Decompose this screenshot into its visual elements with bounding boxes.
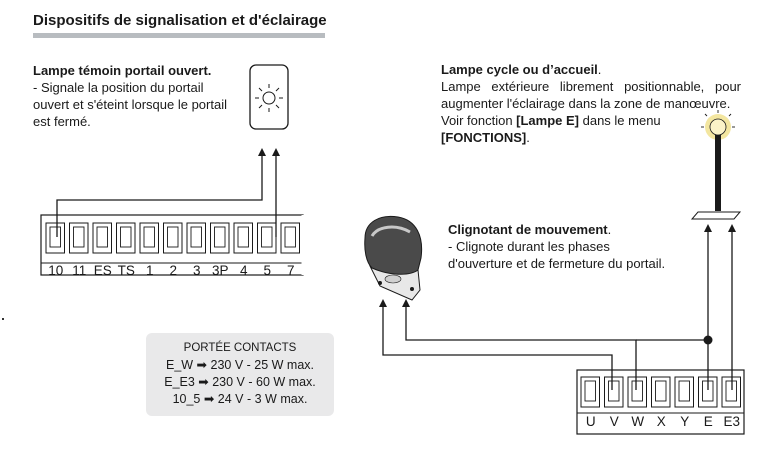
section-title: Dispositifs de signalisation et d'éclair… xyxy=(33,12,327,29)
portee-title: PORTÉE CONTACTS xyxy=(183,342,297,354)
clignotant-title-suffix: . xyxy=(607,222,612,237)
terminal-screw xyxy=(143,226,155,248)
wire-pilot-lamp xyxy=(56,148,280,237)
lampe-cycle-reference: Voir fonction [Lampe E] dans le menu [FO… xyxy=(441,112,741,146)
terminal-screw xyxy=(655,380,667,402)
margin-dot xyxy=(2,318,4,320)
terminal-label: Y xyxy=(680,414,690,429)
wire-right xyxy=(379,224,736,390)
terminal-label: 3P xyxy=(211,263,229,278)
clignotant-line: d'ouverture et de fermeture du portail. xyxy=(448,256,666,271)
terminal-label: TS xyxy=(117,263,135,278)
terminal-label: X xyxy=(656,414,666,429)
terminal-label: 11 xyxy=(72,263,87,278)
clignotant-title: Clignotant de mouvement xyxy=(448,222,608,237)
lampe-cycle-text: Lampe cycle ou d’accueil. Lampe extérieu… xyxy=(441,61,741,146)
terminal-screw xyxy=(167,226,179,248)
terminal-label: 5 xyxy=(263,263,271,278)
terminal-screw xyxy=(725,380,737,402)
flashing-light-icon xyxy=(364,215,423,301)
terminal-label: V xyxy=(609,414,619,429)
lampe-temoin-title: Lampe témoin portail ouvert. xyxy=(33,63,212,78)
terminal-label: 10 xyxy=(48,263,64,278)
lampe-temoin-line: - Signale la position du portail xyxy=(33,80,204,95)
terminal-label: 3 xyxy=(192,263,201,278)
terminal-label: W xyxy=(631,414,645,429)
portee-row: E_E3 ➡ 230 V - 60 W max. xyxy=(164,375,316,389)
terminal-screw xyxy=(608,380,620,402)
portee-contacts-box: PORTÉE CONTACTS E_W ➡ 230 V - 25 W max. … xyxy=(146,333,334,416)
terminal-block-left xyxy=(40,214,305,276)
terminal-screw xyxy=(631,380,643,402)
portee-row: 10_5 ➡ 24 V - 3 W max. xyxy=(172,392,308,406)
terminal-label: 2 xyxy=(169,263,177,278)
terminal-screw xyxy=(284,226,296,248)
lampe-temoin-line: ouvert et s'éteint lorsque le portail xyxy=(33,97,227,112)
ref-lampe-e: [Lampe E] xyxy=(516,113,579,128)
terminal-screw xyxy=(237,226,249,248)
terminal-label: E3 xyxy=(723,414,740,429)
terminal-label: U xyxy=(585,414,596,429)
ref-middle: dans le menu xyxy=(579,113,661,128)
lampe-cycle-description: Lampe extérieure librement positionnable… xyxy=(441,79,741,111)
terminal-label: ES xyxy=(93,263,112,278)
terminal-screw xyxy=(73,226,85,248)
terminal-screw xyxy=(261,226,273,248)
terminal-screw xyxy=(120,226,132,248)
terminal-label: E xyxy=(703,414,713,429)
terminal-screw xyxy=(214,226,226,248)
clignotant-line: - Clignote durant les phases xyxy=(448,239,610,254)
ref-prefix: Voir fonction xyxy=(441,113,517,128)
terminal-label: 7 xyxy=(286,263,295,278)
clignotant-text: Clignotant de mouvement. - Clignote dura… xyxy=(448,221,688,272)
pilot-lamp-icon xyxy=(249,64,289,130)
ref-fonctions: [FONCTIONS] xyxy=(441,130,527,145)
terminal-screw xyxy=(190,226,202,248)
terminal-block-right xyxy=(576,369,745,435)
terminal-label: 1 xyxy=(145,263,154,278)
ref-suffix: . xyxy=(526,130,530,145)
junction-dot xyxy=(703,335,713,345)
terminal-label: 4 xyxy=(239,263,248,278)
street-lamp-icon xyxy=(690,110,742,220)
lampe-temoin-text: Lampe témoin portail ouvert. - Signale l… xyxy=(33,62,233,130)
terminal-screw xyxy=(96,226,108,248)
lampe-cycle-title: Lampe cycle ou d’accueil xyxy=(441,62,598,77)
terminal-screw xyxy=(584,380,596,402)
lampe-cycle-title-suffix: . xyxy=(597,62,602,77)
title-underline xyxy=(33,33,325,38)
terminal-screw xyxy=(49,226,61,248)
lampe-temoin-line: est fermé. xyxy=(33,114,91,129)
portee-row: E_W ➡ 230 V - 25 W max. xyxy=(165,358,315,372)
terminal-screw xyxy=(678,380,690,402)
